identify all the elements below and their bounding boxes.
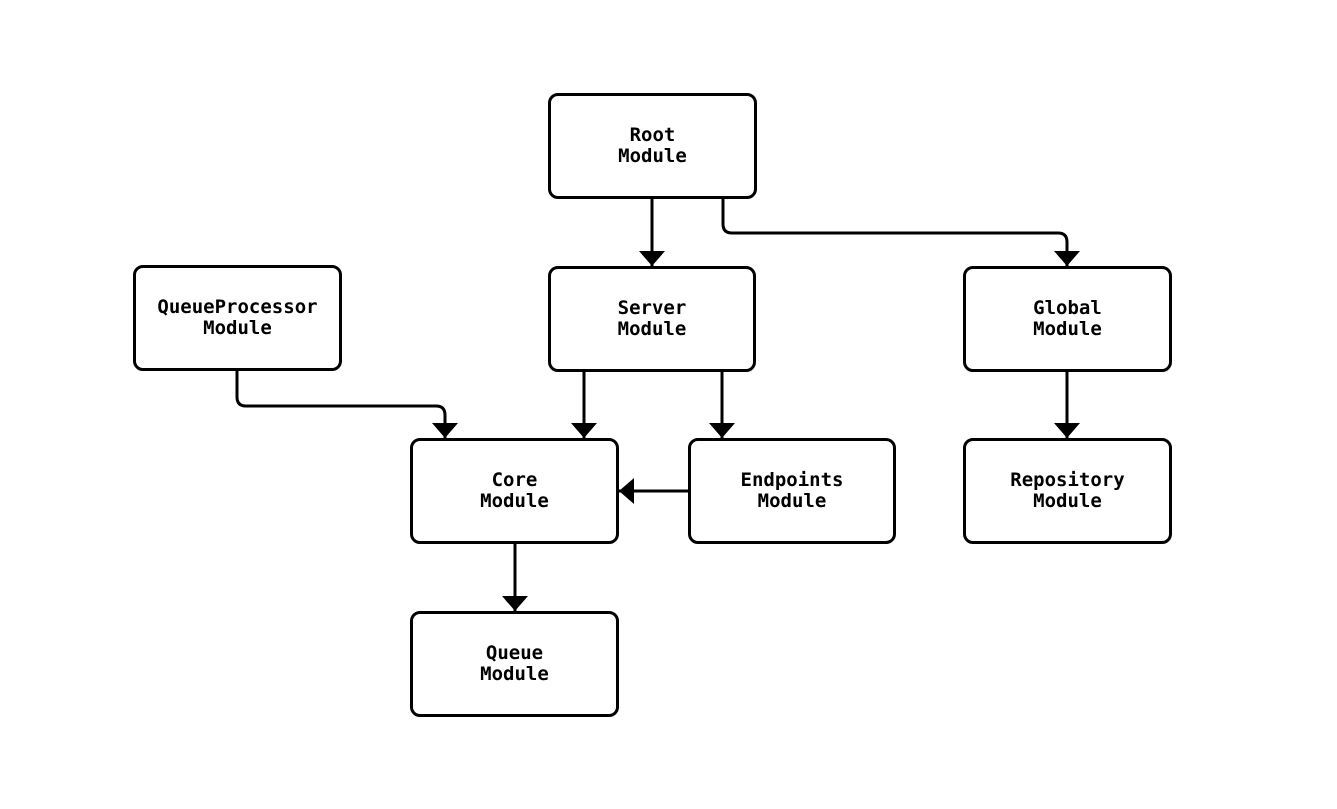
node-label-line: Server	[617, 296, 687, 319]
node-label-line: Endpoints	[740, 468, 844, 491]
node-label-line: Core	[491, 468, 538, 491]
edge-root-to-global	[721, 199, 1080, 266]
node-label-line: Module	[618, 145, 687, 167]
node-label-line: Module	[480, 663, 549, 685]
node-label-line: Module	[1033, 318, 1102, 340]
node-label-line: Module	[617, 318, 687, 340]
edge-queueprocessor-to-core	[235, 371, 458, 438]
node-label-line: Global	[1033, 296, 1102, 319]
node-label-line: Module	[1033, 490, 1102, 512]
node-label-line: Repository	[1010, 468, 1125, 491]
node-label-line: Module	[480, 490, 549, 512]
node-label-line: Module	[203, 317, 272, 339]
node-label-line: Module	[757, 490, 827, 512]
node-label-line: Queue	[485, 641, 544, 664]
node-label-line: QueueProcessor	[157, 295, 318, 318]
node-label-line: Root	[629, 123, 676, 146]
